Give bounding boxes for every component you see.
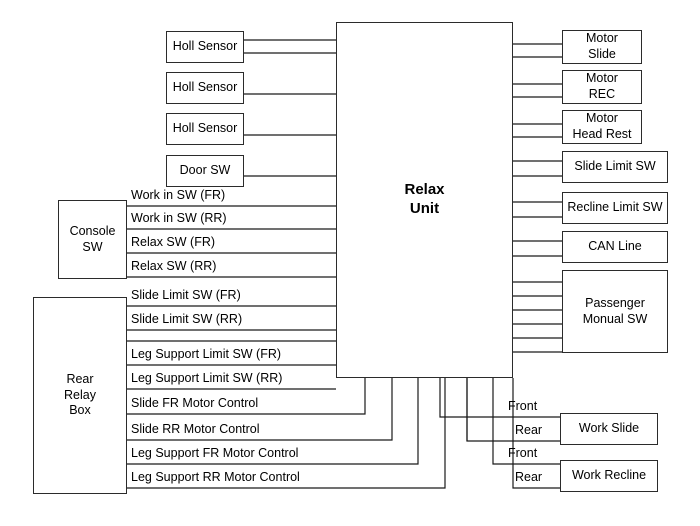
node-recline-limit-sw: Recline Limit SW [562, 192, 668, 224]
wire-paths [127, 39, 562, 489]
wire-label-relax-sw-rr: Relax SW (RR) [131, 259, 217, 273]
wire-label-work-recline-front: Front [508, 446, 538, 460]
node-motor-rec: Motor REC [562, 70, 642, 104]
node-holl-sensor-3: Holl Sensor [166, 113, 244, 145]
wire-segment [127, 378, 419, 465]
wire-segment [439, 378, 560, 418]
wire-label-slide-limit-sw-fr: Slide Limit SW (FR) [131, 288, 241, 302]
node-relax-unit: Relax Unit [336, 22, 513, 378]
node-work-recline: Work Recline [560, 460, 658, 492]
node-work-slide: Work Slide [560, 413, 658, 445]
wire-label-slide-rr-motor-control: Slide RR Motor Control [131, 422, 260, 436]
wire-segment [127, 378, 366, 415]
wire-label-work-in-sw-fr: Work in SW (FR) [131, 188, 226, 202]
wire-label-leg-support-fr-motor-control: Leg Support FR Motor Control [131, 446, 299, 460]
wire-label-leg-support-limit-sw-fr: Leg Support Limit SW (FR) [131, 347, 282, 361]
wire-label-work-slide-rear: Rear [515, 423, 543, 437]
wire-label-work-slide-front: Front [508, 399, 538, 413]
node-console-sw: Console SW [58, 200, 127, 279]
node-holl-sensor-1: Holl Sensor [166, 31, 244, 63]
wire-label-relax-sw-fr: Relax SW (FR) [131, 235, 216, 249]
wire-label-leg-support-limit-sw-rr: Leg Support Limit SW (RR) [131, 371, 283, 385]
wire-segment [127, 378, 393, 441]
wire-label-work-in-sw-rr: Work in SW (RR) [131, 211, 227, 225]
node-can-line: CAN Line [562, 231, 668, 263]
wire-label-work-recline-rear: Rear [515, 470, 543, 484]
wire-label-slide-limit-sw-rr: Slide Limit SW (RR) [131, 312, 243, 326]
node-rear-relay-box: Rear Relay Box [33, 297, 127, 494]
node-motor-slide: Motor Slide [562, 30, 642, 64]
node-slide-limit-sw: Slide Limit SW [562, 151, 668, 183]
wire-segment [127, 378, 446, 489]
node-holl-sensor-2: Holl Sensor [166, 72, 244, 104]
node-motor-head-rest: Motor Head Rest [562, 110, 642, 144]
node-door-sw: Door SW [166, 155, 244, 187]
wire-segment [492, 378, 560, 465]
wire-label-slide-fr-motor-control: Slide FR Motor Control [131, 396, 259, 410]
wire-label-leg-support-rr-motor-control: Leg Support RR Motor Control [131, 470, 300, 484]
wire-segment [512, 378, 560, 489]
node-passenger-manual-sw: Passenger Monual SW [562, 270, 668, 353]
